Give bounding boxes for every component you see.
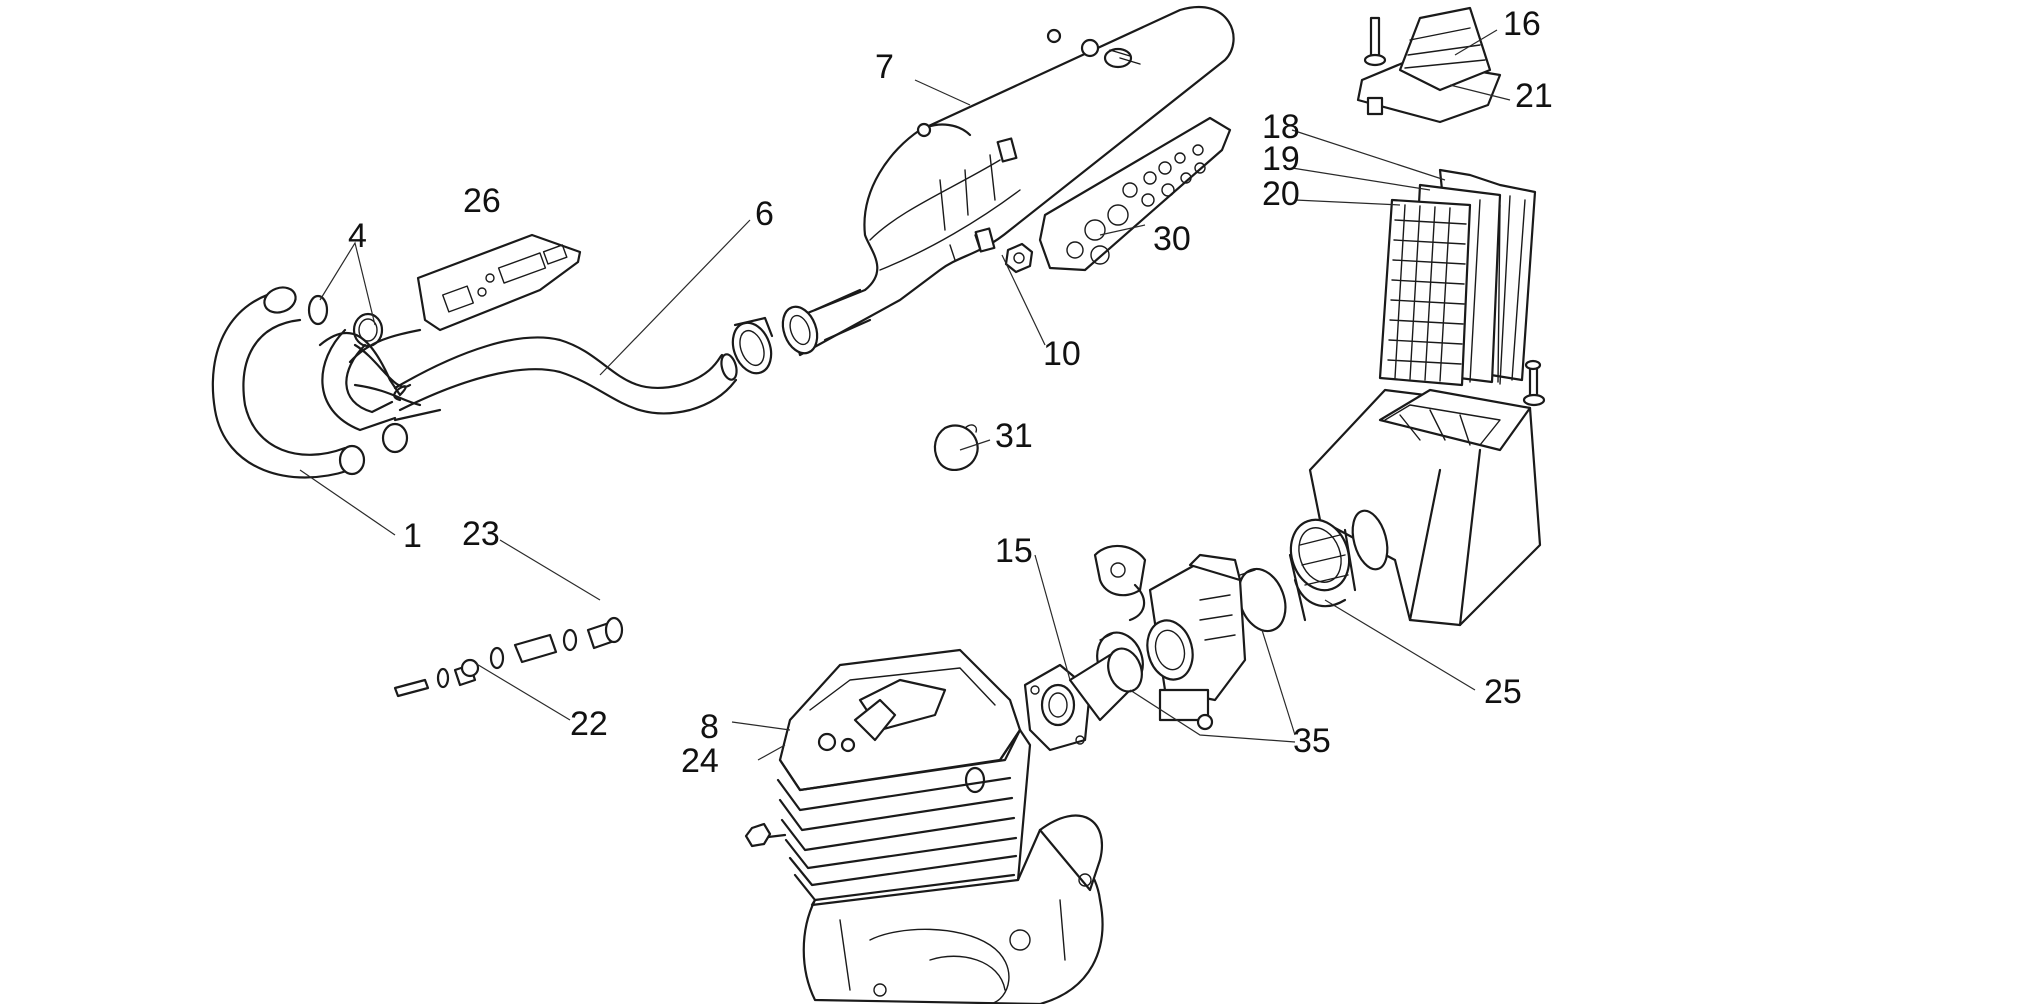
callout-10: 10 <box>1043 335 1081 373</box>
callout-15: 15 <box>995 532 1033 570</box>
part-30-perforated-shield <box>1038 116 1232 272</box>
engine <box>744 648 1104 1004</box>
part-18-19-20-filter-stack <box>1378 168 1537 387</box>
callout-31: 31 <box>995 417 1033 455</box>
leader-lines <box>299 29 1511 761</box>
callout-1: 1 <box>403 517 422 555</box>
callout-7: 7 <box>875 48 894 86</box>
part-22-23-adjuster <box>393 616 624 698</box>
part-4-gaskets <box>307 294 384 348</box>
part-7-muffler <box>781 6 1235 357</box>
part-26-heat-shield <box>416 233 582 332</box>
callout-24: 24 <box>681 742 719 780</box>
part-1-header-pipe <box>211 286 442 479</box>
callout-19: 19 <box>1262 140 1300 178</box>
intake-boot <box>1288 518 1357 622</box>
callout-23: 23 <box>462 515 500 553</box>
callout-26: 26 <box>463 182 501 220</box>
filter-grid <box>1387 195 1526 385</box>
part-31-gasket <box>933 424 979 471</box>
callout-6: 6 <box>755 195 774 233</box>
callout-8: 8 <box>700 708 719 746</box>
callout-4: 4 <box>348 217 367 255</box>
callout-30: 30 <box>1153 220 1191 258</box>
callout-labels: 1 4 6 7 8 10 15 16 18 19 20 21 22 23 24 … <box>348 5 1553 780</box>
part-10-nut <box>1004 242 1034 274</box>
carburetor <box>1093 544 1247 731</box>
callout-18: 18 <box>1262 108 1300 146</box>
part-6-connecting-pipe <box>393 336 738 415</box>
part-15-intake-manifold <box>1023 647 1143 752</box>
pipe-clamp <box>731 316 774 375</box>
callout-22: 22 <box>570 705 608 743</box>
part-16-21-reed-block <box>1356 6 1502 124</box>
callout-16: 16 <box>1503 5 1541 43</box>
callout-35: 35 <box>1293 722 1331 760</box>
part-25-airbox <box>1308 359 1546 627</box>
callout-20: 20 <box>1262 175 1300 213</box>
callout-21: 21 <box>1515 77 1553 115</box>
callout-25: 25 <box>1484 673 1522 711</box>
